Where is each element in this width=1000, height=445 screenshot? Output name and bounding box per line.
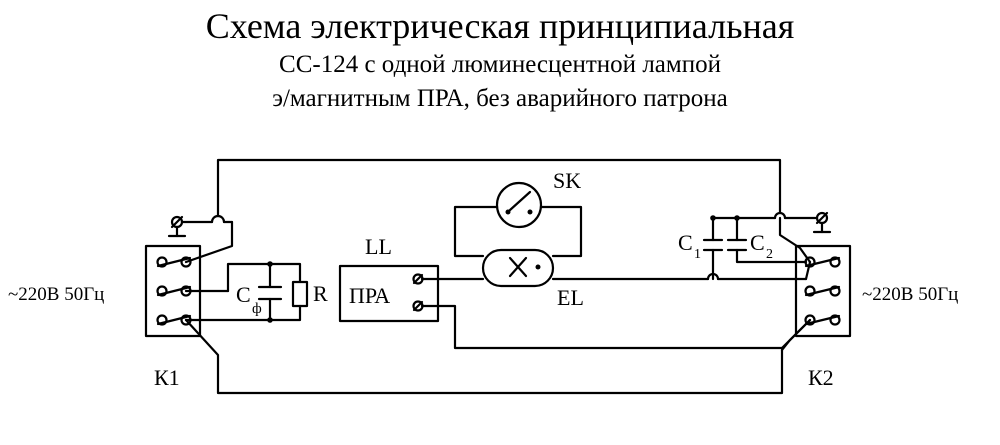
page-subtitle-2: э/магнитным ПРА, без аварийного патрона [272,85,728,112]
c2-subscript: 2 [766,247,773,262]
lamp-el [481,248,555,288]
capacitor-cf [257,261,283,323]
right-wiring [551,211,819,352]
ground-terminal-left [167,215,187,238]
resistor-r [291,280,309,308]
supply-label-right: ~220В 50Гц [862,284,958,305]
el-label: EL [557,285,584,310]
left-wiring [180,158,784,395]
supply-label-left: ~220В 50Гц [8,284,104,305]
r-label: R [313,281,328,306]
c2-label: C [750,230,765,255]
page-subtitle: СС-124 с одной люминесцентной лампой [279,51,721,78]
pra-wiring [420,277,812,350]
capacitor-c2 [726,215,748,252]
starter-sk [453,181,583,258]
ground-terminal-right [812,211,832,234]
terminal-block-k2 [794,244,852,338]
capacitor-c1 [702,215,724,252]
c1-label: C [678,230,693,255]
k1-terminal-row-1 [156,256,192,268]
pra-label: ПРА [349,283,390,308]
page-title: Схема электрическая принципиальная [205,6,795,46]
cf-subscript: ф [252,301,262,317]
ballast-pra [338,264,440,323]
sk-label: SK [553,168,581,193]
c1-subscript: 1 [694,247,701,262]
k2-terminal-row-3 [804,314,841,326]
k2-terminal-row-2 [804,285,841,297]
terminal-block-k1 [144,244,202,338]
ll-label: LL [365,234,392,259]
k1-label: К1 [154,365,180,390]
cf-label: C [236,282,251,307]
k2-label: К2 [808,365,834,390]
